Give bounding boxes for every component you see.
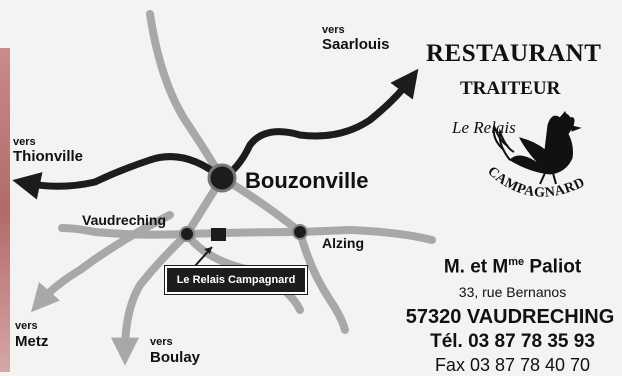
vaudreching-dot [179, 226, 195, 242]
road-alzing-east [296, 226, 436, 244]
road-to-boulay [111, 230, 191, 366]
alzing-label: Alzing [322, 235, 364, 251]
brand-title: RESTAURANT [426, 40, 602, 67]
road-vaudreching-west [58, 224, 191, 239]
saarlouis-vers: vers [322, 24, 345, 36]
thionville-vers: vers [13, 136, 36, 148]
phone-number: Tél. 03 87 78 35 93 [430, 331, 595, 352]
rooster-icon [492, 111, 582, 185]
owners-line: M. et Mme Paliot [405, 256, 620, 278]
vaudreching-label: Vaudreching [82, 212, 167, 228]
brand-subtitle: TRAITEUR [460, 78, 561, 99]
restaurant-map-label: Le Relais Campagnard [164, 265, 308, 295]
road-alzing-south [296, 228, 349, 334]
main-road-east [218, 68, 419, 182]
road-to-metz [30, 211, 174, 313]
left-edge-strip [0, 48, 10, 372]
boulay-vers: vers [150, 336, 173, 348]
metz-vers: vers [15, 320, 38, 332]
brand-script: Le Relais [452, 118, 516, 137]
road-north [146, 10, 226, 182]
owners-name: Paliot [524, 256, 582, 278]
owners-sup: me [508, 256, 525, 268]
owners-prefix: M. et M [443, 256, 509, 278]
bouzonville-label: Bouzonville [245, 168, 369, 193]
restaurant-marker [211, 228, 226, 241]
fax-number: Fax 03 87 78 40 70 [434, 355, 591, 375]
bouzonville-dot [207, 163, 237, 193]
thionville-label: Thionville [13, 148, 84, 165]
boulay-label: Boulay [150, 349, 201, 366]
metz-label: Metz [15, 333, 49, 350]
street-address: 33, rue Bernanos [458, 284, 567, 300]
road-vaudreching-alzing [183, 228, 304, 238]
main-road-west [12, 153, 226, 200]
postal-city: 57320 VAUDRECHING [405, 306, 615, 328]
saarlouis-label: Saarlouis [322, 36, 390, 53]
alzing-dot [292, 224, 308, 240]
